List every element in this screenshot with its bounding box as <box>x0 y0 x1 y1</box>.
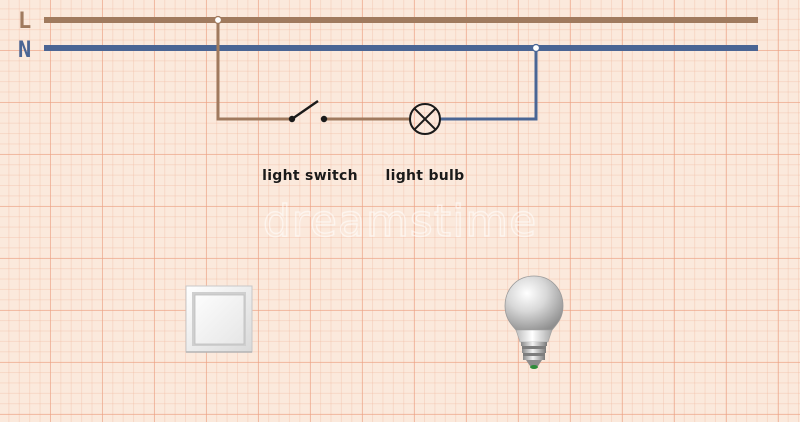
led-light-bulb-icon <box>504 275 564 369</box>
live-junction-dot <box>213 15 223 25</box>
light-bulb-label: light bulb <box>386 168 465 184</box>
neutral-junction-dot <box>531 43 541 53</box>
neutral-line-letter: N <box>18 38 31 63</box>
wall-light-switch-icon <box>185 285 253 353</box>
live-line-letter: L <box>18 9 31 34</box>
light-switch-label: light switch <box>262 168 358 184</box>
neutral-branch-wire <box>440 48 538 121</box>
live-branch-wire <box>216 20 292 121</box>
watermark-text: dreamstime <box>263 196 537 247</box>
lamp-symbol-icon <box>409 103 441 135</box>
switch-symbol-icon <box>288 100 328 123</box>
